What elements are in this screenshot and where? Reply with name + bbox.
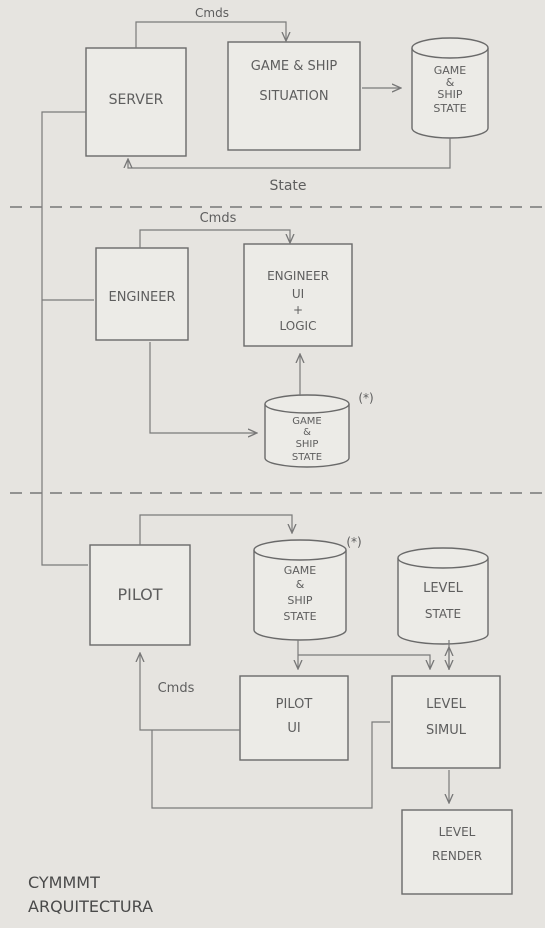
- pilot-label: PILOT: [117, 585, 162, 604]
- pilot-ui-label-2: UI: [287, 721, 300, 736]
- state-return-label: State: [269, 178, 306, 194]
- level-render-label-1: LEVEL: [439, 825, 476, 839]
- state-db-3: [253, 539, 347, 641]
- server-box: [85, 47, 187, 157]
- state-db-1-label-3: SHIP: [437, 88, 462, 101]
- level-state-label-2: STATE: [425, 607, 461, 621]
- engineer-ui-label-1: ENGINEER: [267, 269, 329, 283]
- cmds-top-arrow: [135, 21, 286, 48]
- engineer-box: [95, 247, 189, 341]
- state-to-level-simul-arrow: [298, 654, 430, 668]
- cmds-pilot-label: Cmds: [158, 681, 195, 696]
- game-sim-label-1: GAME & SHIP: [251, 59, 338, 74]
- cmds-engineer-label: Cmds: [200, 211, 237, 226]
- pilot-box: [89, 544, 191, 646]
- state-db-3-label-1: GAME: [284, 564, 317, 577]
- engineer-ui-label-2: UI: [292, 287, 304, 301]
- cmds-engineer-arrow: [139, 229, 290, 248]
- state-db-2-label-2: &: [303, 427, 311, 438]
- server-link-line: [41, 111, 88, 566]
- simul-to-pilot-line: [151, 721, 390, 809]
- state-db-1-label-1: GAME: [434, 64, 467, 77]
- level-simul-label-1: LEVEL: [426, 697, 467, 712]
- engineer-ui-label-3: +: [293, 303, 303, 317]
- cmds-pilot-arrow: [140, 654, 240, 731]
- engineer-to-state-arrow: [149, 342, 256, 433]
- state-db-1-label-2: &: [446, 76, 455, 89]
- pilot-ui-box: [239, 675, 349, 761]
- cmds-top-label: Cmds: [195, 6, 229, 20]
- pilot-ui-label-1: PILOT: [276, 697, 313, 712]
- state-db-2-label-1: GAME: [292, 416, 322, 427]
- level-simul-box: [391, 675, 501, 769]
- state-db-3-label-4: STATE: [283, 610, 316, 623]
- engineer-ui-box: [243, 243, 353, 347]
- state-db-3-label-2: &: [296, 578, 305, 591]
- state-db-2-label-3: SHIP: [296, 439, 319, 450]
- game-sim-box: [227, 41, 361, 151]
- state-db-2-label-4: STATE: [292, 452, 322, 463]
- pilot-to-state-arrow: [139, 514, 292, 545]
- level-simul-label-2: SIMUL: [426, 723, 467, 738]
- state-db-1-label-4: STATE: [433, 102, 466, 115]
- footer-title-1: CYMMMT: [28, 873, 100, 892]
- level-render-label-2: RENDER: [432, 849, 482, 863]
- game-sim-label-2: SITUATION: [259, 89, 328, 104]
- server-label: SERVER: [109, 92, 164, 108]
- state-db-1: [411, 37, 489, 139]
- state-return-arrow: [128, 138, 451, 169]
- footer-title-2: ARQUITECTURA: [28, 897, 153, 916]
- star-mark-2: (*): [346, 535, 361, 549]
- engineer-ui-label-4: LOGIC: [280, 319, 317, 333]
- state-db-2: [264, 394, 350, 468]
- level-state-db: [397, 547, 489, 645]
- state-db-3-label-3: SHIP: [287, 594, 312, 607]
- engineer-label: ENGINEER: [108, 290, 175, 305]
- level-state-label-1: LEVEL: [423, 581, 464, 596]
- level-render-box: [401, 809, 513, 895]
- star-mark-1: (*): [358, 391, 373, 405]
